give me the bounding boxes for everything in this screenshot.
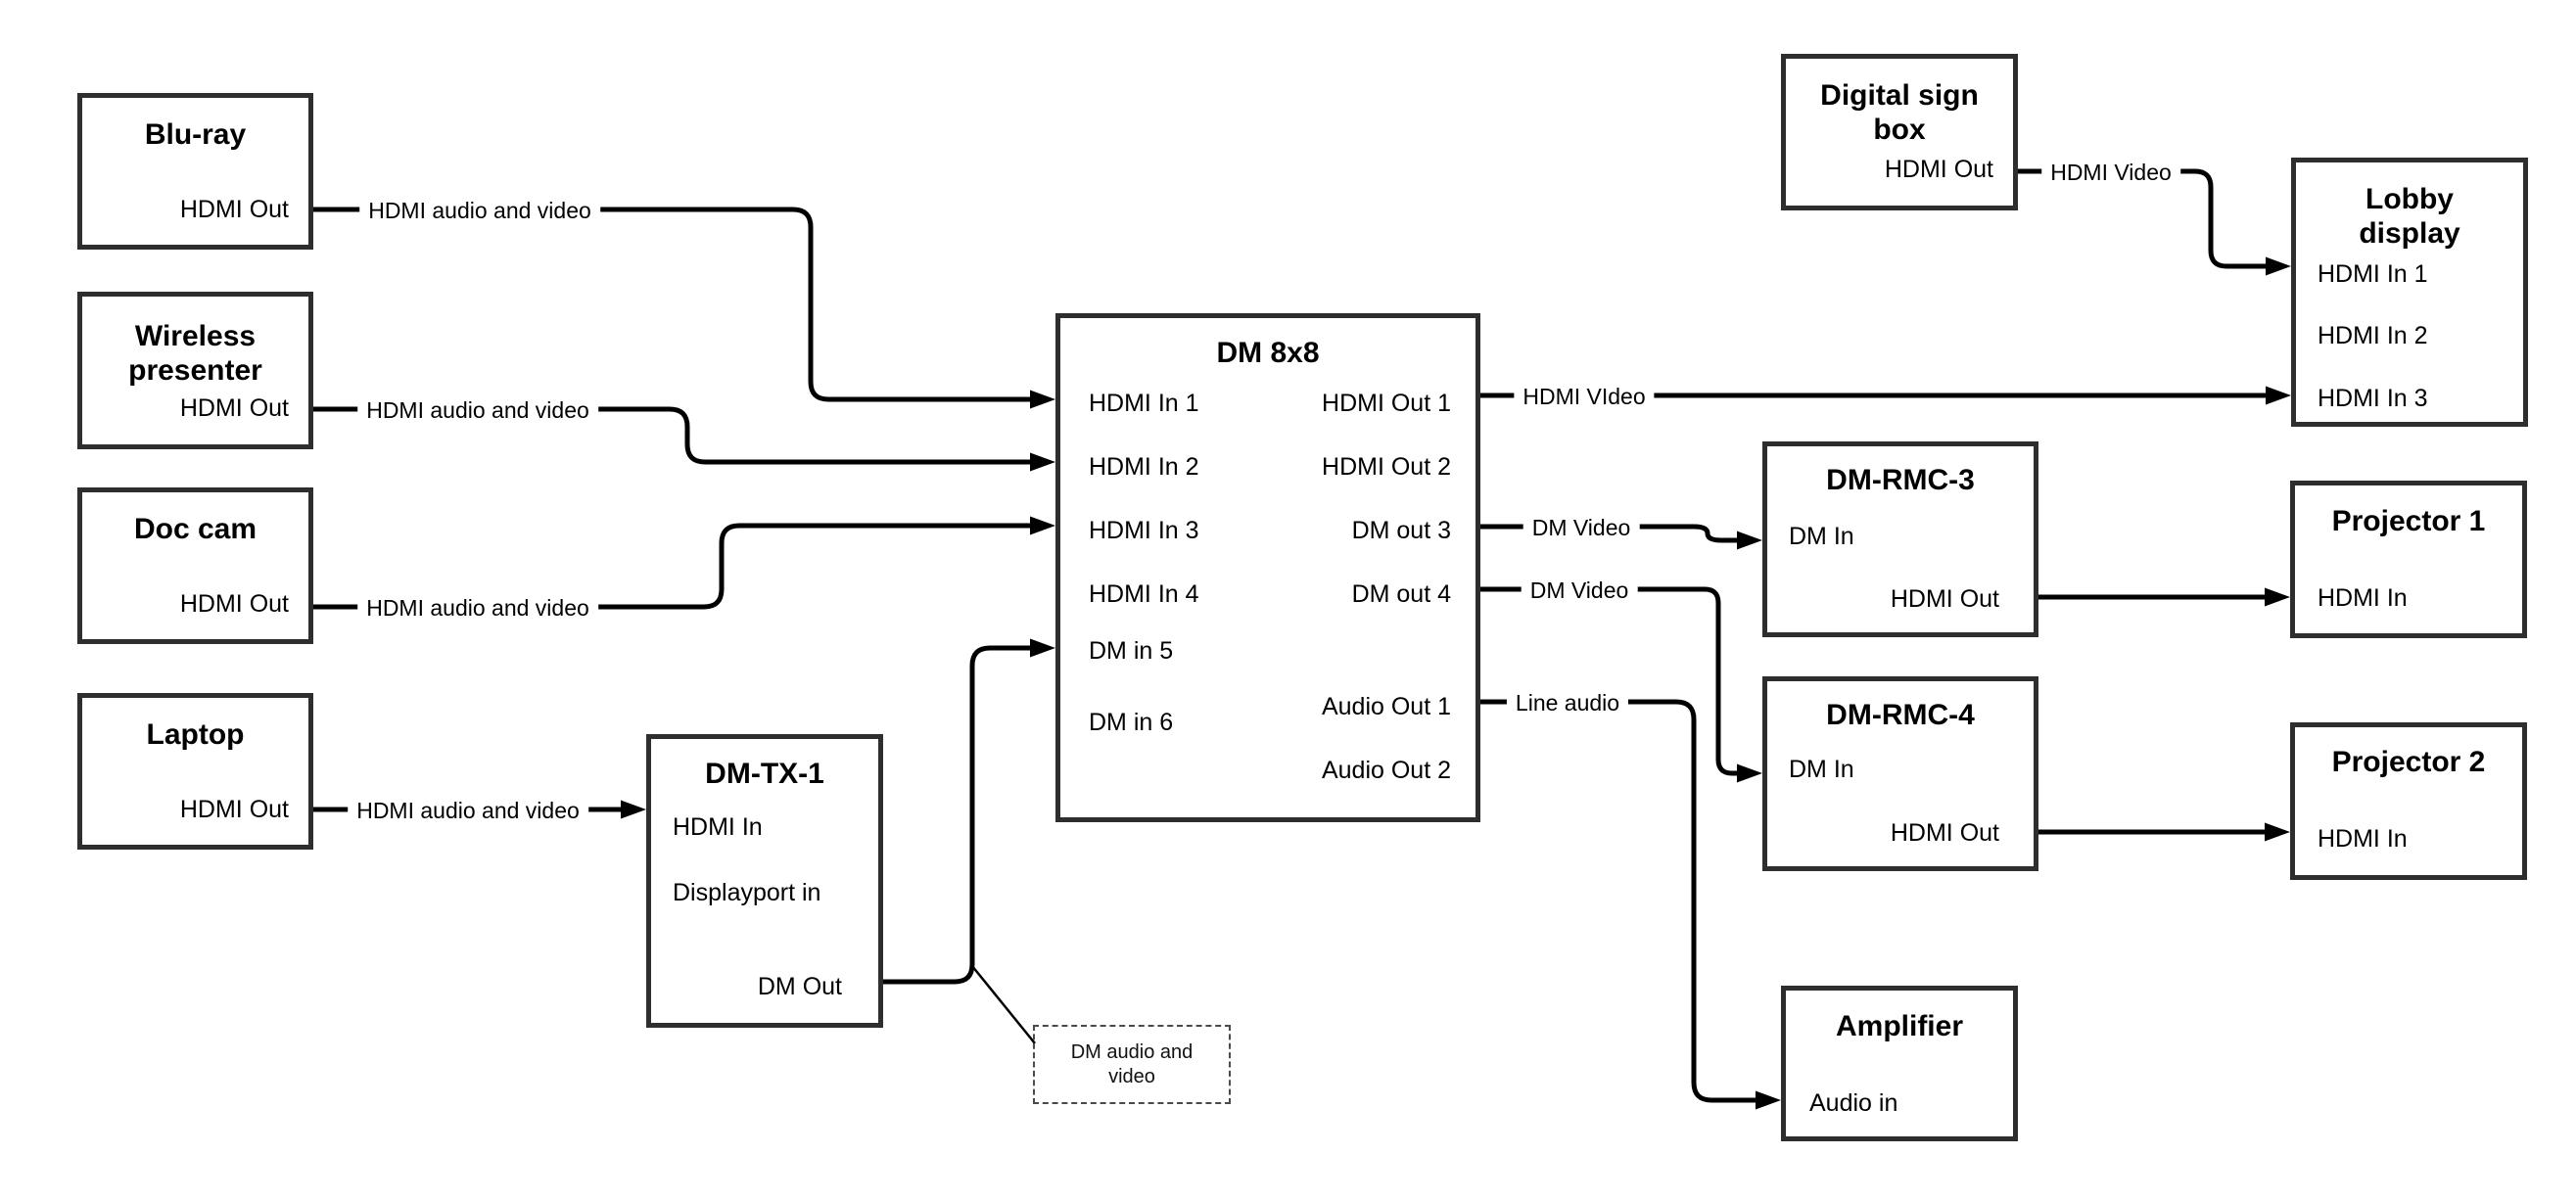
- arrow-rmc3-in: [1737, 531, 1762, 550]
- arrow-proj1-in: [2265, 587, 2290, 607]
- edge-label-hdmi-video-out1: HDMI VIdeo: [1514, 384, 1655, 409]
- port-hdmi-in-2: HDMI In 2: [1089, 453, 1199, 481]
- port-dm-out-4: DM out 4: [1351, 580, 1451, 608]
- wire-tx-in5: [883, 645, 1032, 985]
- node-wireless-presenter: Wireless presenter HDMI Out: [77, 292, 313, 449]
- callout-dm-audio-video: DM audio and video: [1033, 1025, 1231, 1104]
- arrow-lobby-in1: [2266, 256, 2291, 276]
- port-displayport-in: Displayport in: [673, 879, 821, 906]
- node-title: DM 8x8: [1216, 337, 1320, 369]
- port-dm-in: DM In: [1789, 523, 1854, 550]
- arrow-lobby-in3: [2266, 386, 2291, 405]
- port-hdmi-out-2: HDMI Out 2: [1322, 453, 1451, 481]
- arrow-amp-in: [1756, 1090, 1781, 1110]
- port-hdmi-out: HDMI Out: [179, 196, 289, 223]
- arrow-proj2-in: [2265, 822, 2290, 842]
- node-title: Projector 2: [2331, 746, 2486, 778]
- node-lobby-display: Lobby display HDMI In 1 HDMI In 2 HDMI I…: [2291, 158, 2528, 427]
- edge-label-hdmi-av-bluray: HDMI audio and video: [359, 198, 600, 223]
- node-title: Blu-ray: [144, 118, 247, 151]
- port-dm-out-3: DM out 3: [1351, 517, 1451, 544]
- edge-label-hdmi-av-laptop: HDMI audio and video: [348, 798, 588, 823]
- port-hdmi-out: HDMI Out: [179, 394, 289, 422]
- arrow-in2: [1030, 452, 1055, 472]
- port-dm-in-5: DM in 5: [1089, 637, 1174, 665]
- node-dm-8x8: DM 8x8 HDMI In 1 HDMI In 2 HDMI In 3 HDM…: [1055, 313, 1480, 822]
- port-audio-in: Audio in: [1809, 1089, 1898, 1117]
- node-dm-rmc-3: DM-RMC-3 DM In HDMI Out: [1762, 441, 2038, 637]
- port-hdmi-in: HDMI In: [673, 813, 763, 841]
- arrow-rmc4-in: [1737, 763, 1762, 783]
- port-hdmi-in-1: HDMI In 1: [1089, 390, 1199, 417]
- node-doc-cam: Doc cam HDMI Out: [77, 487, 313, 644]
- port-hdmi-in: HDMI In: [2318, 584, 2408, 612]
- port-audio-out-2: Audio Out 2: [1321, 757, 1451, 784]
- node-title: Lobby display: [2359, 183, 2460, 250]
- node-dm-rmc-4: DM-RMC-4 DM In HDMI Out: [1762, 676, 2038, 871]
- edge-label-hdmi-av-wireless: HDMI audio and video: [357, 397, 598, 423]
- port-hdmi-out: HDMI Out: [1884, 156, 1993, 183]
- node-title: Doc cam: [133, 513, 258, 545]
- edge-label-line-audio: Line audio: [1506, 690, 1629, 716]
- wire-audio-amp: [1480, 699, 1756, 1103]
- node-title: DM-TX-1: [705, 758, 824, 790]
- port-dm-in: DM In: [1789, 756, 1854, 783]
- callout-text: DM audio and video: [1070, 1040, 1194, 1087]
- edge-label-hdmi-av-doccam: HDMI audio and video: [357, 595, 598, 621]
- edge-label-dm-video-out4: DM Video: [1521, 577, 1638, 603]
- node-dm-tx-1: DM-TX-1 HDMI In Displayport in DM Out: [646, 734, 883, 1028]
- node-digital-sign-box: Digital sign box HDMI Out: [1781, 54, 2018, 210]
- node-laptop: Laptop HDMI Out: [77, 693, 313, 850]
- node-title: DM-RMC-3: [1826, 464, 1975, 496]
- port-dm-in-6: DM in 6: [1089, 709, 1174, 736]
- node-projector-2: Projector 2 HDMI In: [2290, 722, 2527, 880]
- node-title: Projector 1: [2331, 505, 2486, 537]
- arrow-tx-in: [621, 800, 646, 819]
- node-amplifier: Amplifier Audio in: [1781, 986, 2018, 1141]
- arrow-in1: [1030, 390, 1055, 409]
- node-title: Laptop: [146, 718, 245, 751]
- port-hdmi-out: HDMI Out: [179, 590, 289, 618]
- edge-label-hdmi-video-sign: HDMI Video: [2041, 160, 2180, 185]
- node-projector-1: Projector 1 HDMI In: [2290, 481, 2527, 638]
- port-hdmi-out: HDMI Out: [1890, 819, 1999, 847]
- node-title: Wireless presenter: [128, 320, 262, 387]
- port-hdmi-in-4: HDMI In 4: [1089, 580, 1199, 608]
- port-hdmi-out: HDMI Out: [1890, 585, 1999, 613]
- port-hdmi-in: HDMI In: [2318, 825, 2408, 853]
- port-hdmi-in-2: HDMI In 2: [2318, 322, 2428, 349]
- edge-label-dm-video-out3: DM Video: [1522, 515, 1640, 540]
- port-hdmi-out-1: HDMI Out 1: [1322, 390, 1451, 417]
- callout-pointer-line: [971, 965, 1036, 1044]
- wire-sign-lobby: [2018, 168, 2266, 269]
- arrow-in5: [1030, 638, 1055, 658]
- port-hdmi-in-3: HDMI In 3: [1089, 517, 1199, 544]
- port-hdmi-in-3: HDMI In 3: [2318, 385, 2428, 412]
- node-title: Amplifier: [1835, 1010, 1964, 1042]
- node-bluray: Blu-ray HDMI Out: [77, 93, 313, 250]
- node-title: Digital sign box: [1820, 79, 1979, 146]
- wire-bluray-in1: [313, 207, 1032, 402]
- port-dm-out: DM Out: [757, 973, 842, 1000]
- port-hdmi-in-1: HDMI In 1: [2318, 260, 2428, 288]
- node-title: DM-RMC-4: [1826, 699, 1975, 731]
- wire-out4-rmc4: [1480, 586, 1737, 776]
- port-audio-out-1: Audio Out 1: [1321, 693, 1451, 720]
- port-hdmi-out: HDMI Out: [179, 796, 289, 823]
- arrow-in3: [1030, 516, 1055, 535]
